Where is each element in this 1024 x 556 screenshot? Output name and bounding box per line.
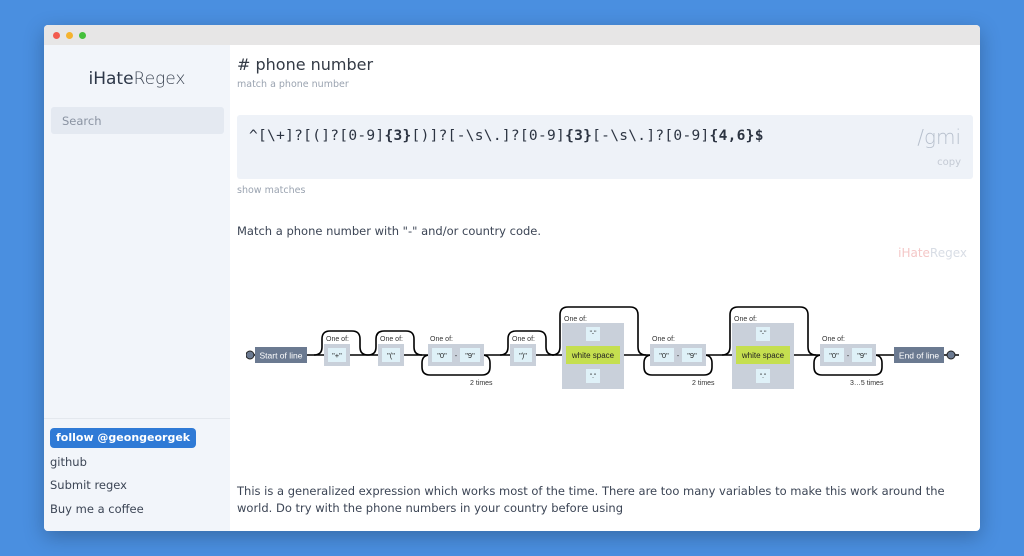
literal-box (382, 348, 400, 362)
dash-literal-box (756, 327, 770, 341)
end-of-line-label: End of line (899, 351, 939, 361)
one-of-label: One of: (564, 316, 587, 323)
railroad-diagram: Start of line One of: "+" One of: "(" On… (246, 306, 959, 389)
range-to-box (682, 348, 702, 362)
regex-quantifier: {4,6} (709, 128, 755, 144)
start-terminal-dot (246, 350, 255, 360)
repeat-label: 3…5 times (850, 380, 884, 387)
whitespace-box (736, 346, 790, 364)
dot-literal-box (586, 369, 600, 383)
one-of-label: One of: (822, 336, 845, 343)
literal-box (328, 348, 346, 362)
range-from-box (654, 348, 674, 362)
start-of-line-label: Start of line (260, 351, 303, 361)
one-of-label: One of: (380, 336, 403, 343)
range-from-box (824, 348, 844, 362)
repeat-label: 2 times (470, 380, 493, 387)
close-window-icon[interactable] (53, 32, 60, 39)
one-of-label: One of: (326, 336, 349, 343)
range-to-literal: "9" (465, 351, 475, 360)
dash-literal: "-" (590, 330, 597, 337)
regex-anchor: $ (754, 128, 764, 144)
maximize-window-icon[interactable] (79, 32, 86, 39)
end-of-line-box (894, 347, 944, 363)
github-link[interactable]: github (50, 455, 87, 469)
main-content: # phone number match a phone number ^[\+… (230, 45, 980, 531)
watermark-text-a: iHate (898, 246, 930, 260)
browser-window: iHateRegex follow @geongeorgek github Su… (44, 25, 980, 531)
regex-footnote: This is a generalized expression which w… (237, 484, 945, 515)
window-titlebar (44, 25, 980, 45)
copy-button[interactable]: copy (937, 157, 961, 168)
range-dash: - (677, 351, 680, 360)
regex-description: Match a phone number with "-" and/or cou… (237, 224, 542, 238)
dash-literal-box (586, 327, 600, 341)
minimize-window-icon[interactable] (66, 32, 73, 39)
one-of-label: One of: (734, 316, 757, 323)
page-subtitle: match a phone number (237, 79, 349, 90)
sidebar: iHateRegex follow @geongeorgek github Su… (44, 45, 230, 531)
regex-segment: [-\s\.]?[0-9] (592, 128, 710, 144)
range-from-literal: "0" (659, 351, 669, 360)
whitespace-box (566, 346, 620, 364)
start-of-line-box (255, 347, 307, 363)
show-matches-link[interactable]: show matches (237, 185, 306, 196)
regex-panel: ^[\+]?[(]?[0-9]{3}[)]?[-\s\.]?[0-9]{3}[-… (237, 115, 973, 179)
dot-literal-box (756, 369, 770, 383)
logo-text-light: Regex (133, 69, 186, 89)
repeat-label: 2 times (692, 380, 715, 387)
whitespace-label: white space (571, 351, 615, 360)
submit-regex-link[interactable]: Submit regex (50, 478, 127, 492)
regex-quantifier: {3} (384, 128, 412, 144)
range-to-box (852, 348, 872, 362)
literal-box (514, 348, 532, 362)
dot-literal: "." (590, 373, 597, 380)
range-dash: - (847, 351, 850, 360)
regex-quantifier: {3} (565, 128, 593, 144)
range-to-literal: "9" (687, 351, 697, 360)
range-from-box (432, 348, 452, 362)
follow-twitter-button[interactable]: follow @geongeorgek (50, 428, 197, 448)
regex-segment: ^[\+]?[(]?[0-9] (249, 128, 385, 144)
end-terminal-dot (946, 350, 956, 360)
regex-flags: /gmi (917, 125, 961, 149)
sidebar-divider (44, 418, 230, 419)
dot-literal: "." (760, 373, 767, 380)
one-of-label: One of: (652, 336, 675, 343)
range-dash: - (455, 351, 458, 360)
one-of-label: One of: (512, 336, 535, 343)
range-from-literal: "0" (829, 351, 839, 360)
dash-literal: "-" (760, 330, 767, 337)
range-to-literal: "9" (857, 351, 867, 360)
range-from-literal: "0" (437, 351, 447, 360)
range-to-box (460, 348, 480, 362)
buy-coffee-link[interactable]: Buy me a coffee (50, 502, 144, 516)
watermark-logo: iHateRegex (898, 246, 967, 260)
search-input[interactable] (51, 107, 224, 134)
site-logo[interactable]: iHateRegex (44, 69, 230, 89)
close-paren-literal: ")" (519, 351, 527, 360)
regex-expression[interactable]: ^[\+]?[(]?[0-9]{3}[)]?[-\s\.]?[0-9]{3}[-… (249, 123, 839, 149)
page-title: # phone number (237, 55, 374, 74)
watermark-text-b: Regex (929, 246, 967, 260)
regex-segment: [)]?[-\s\.]?[0-9] (411, 128, 566, 144)
open-paren-literal: "(" (387, 351, 395, 360)
whitespace-label: white space (741, 351, 785, 360)
plus-literal: "+" (332, 351, 342, 360)
logo-text-bold: iHate (88, 69, 134, 89)
one-of-label: One of: (430, 336, 453, 343)
